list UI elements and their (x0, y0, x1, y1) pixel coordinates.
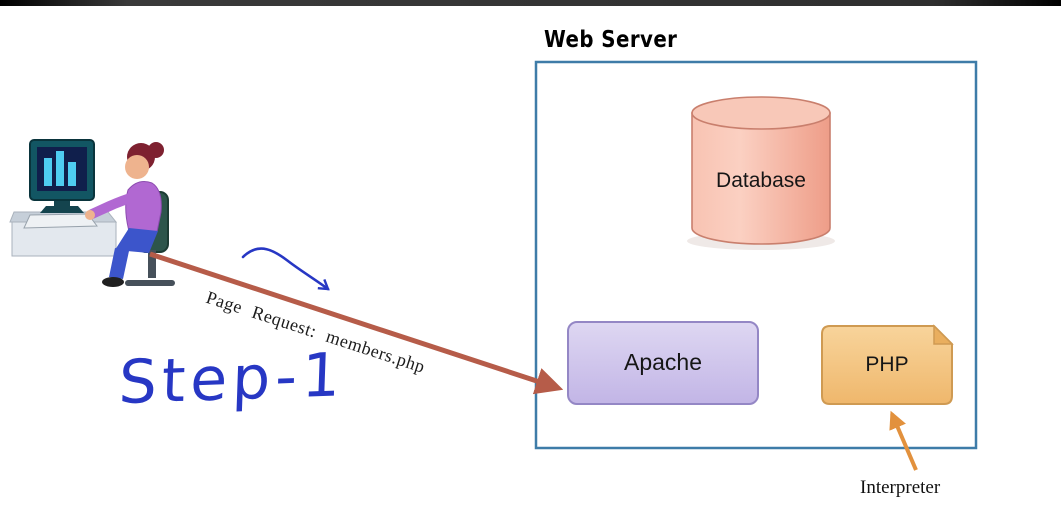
screen-bar (44, 158, 52, 186)
user-clipart (9, 139, 175, 287)
php-box (821, 324, 954, 405)
keyboard (23, 213, 98, 229)
apache-label: Apache (623, 349, 702, 375)
interpreter-label: Interpreter (860, 477, 941, 498)
interpreter-arrow (889, 410, 918, 471)
arm (87, 188, 152, 219)
person (85, 142, 164, 287)
php-label: PHP (865, 353, 909, 376)
face (125, 155, 149, 179)
leg (115, 228, 158, 253)
screen-bar (56, 151, 64, 186)
database-body (691, 112, 831, 245)
shoe (102, 277, 124, 287)
web-server-title: Web Server (544, 27, 678, 53)
monitor (29, 139, 95, 213)
hand (85, 210, 95, 220)
letterbox-top (0, 0, 1061, 6)
sketch-arrow (241, 247, 330, 291)
database-top (691, 96, 831, 130)
apache-box (567, 321, 759, 405)
database-cylinder (687, 96, 835, 250)
leg (109, 248, 129, 279)
step-annotation: Step-1 (117, 340, 347, 419)
php-fold-corner (933, 324, 954, 345)
database-label: Database (716, 169, 806, 192)
screen-bar (68, 162, 76, 186)
page-request-arrow (149, 251, 564, 395)
php-shape (821, 325, 953, 405)
